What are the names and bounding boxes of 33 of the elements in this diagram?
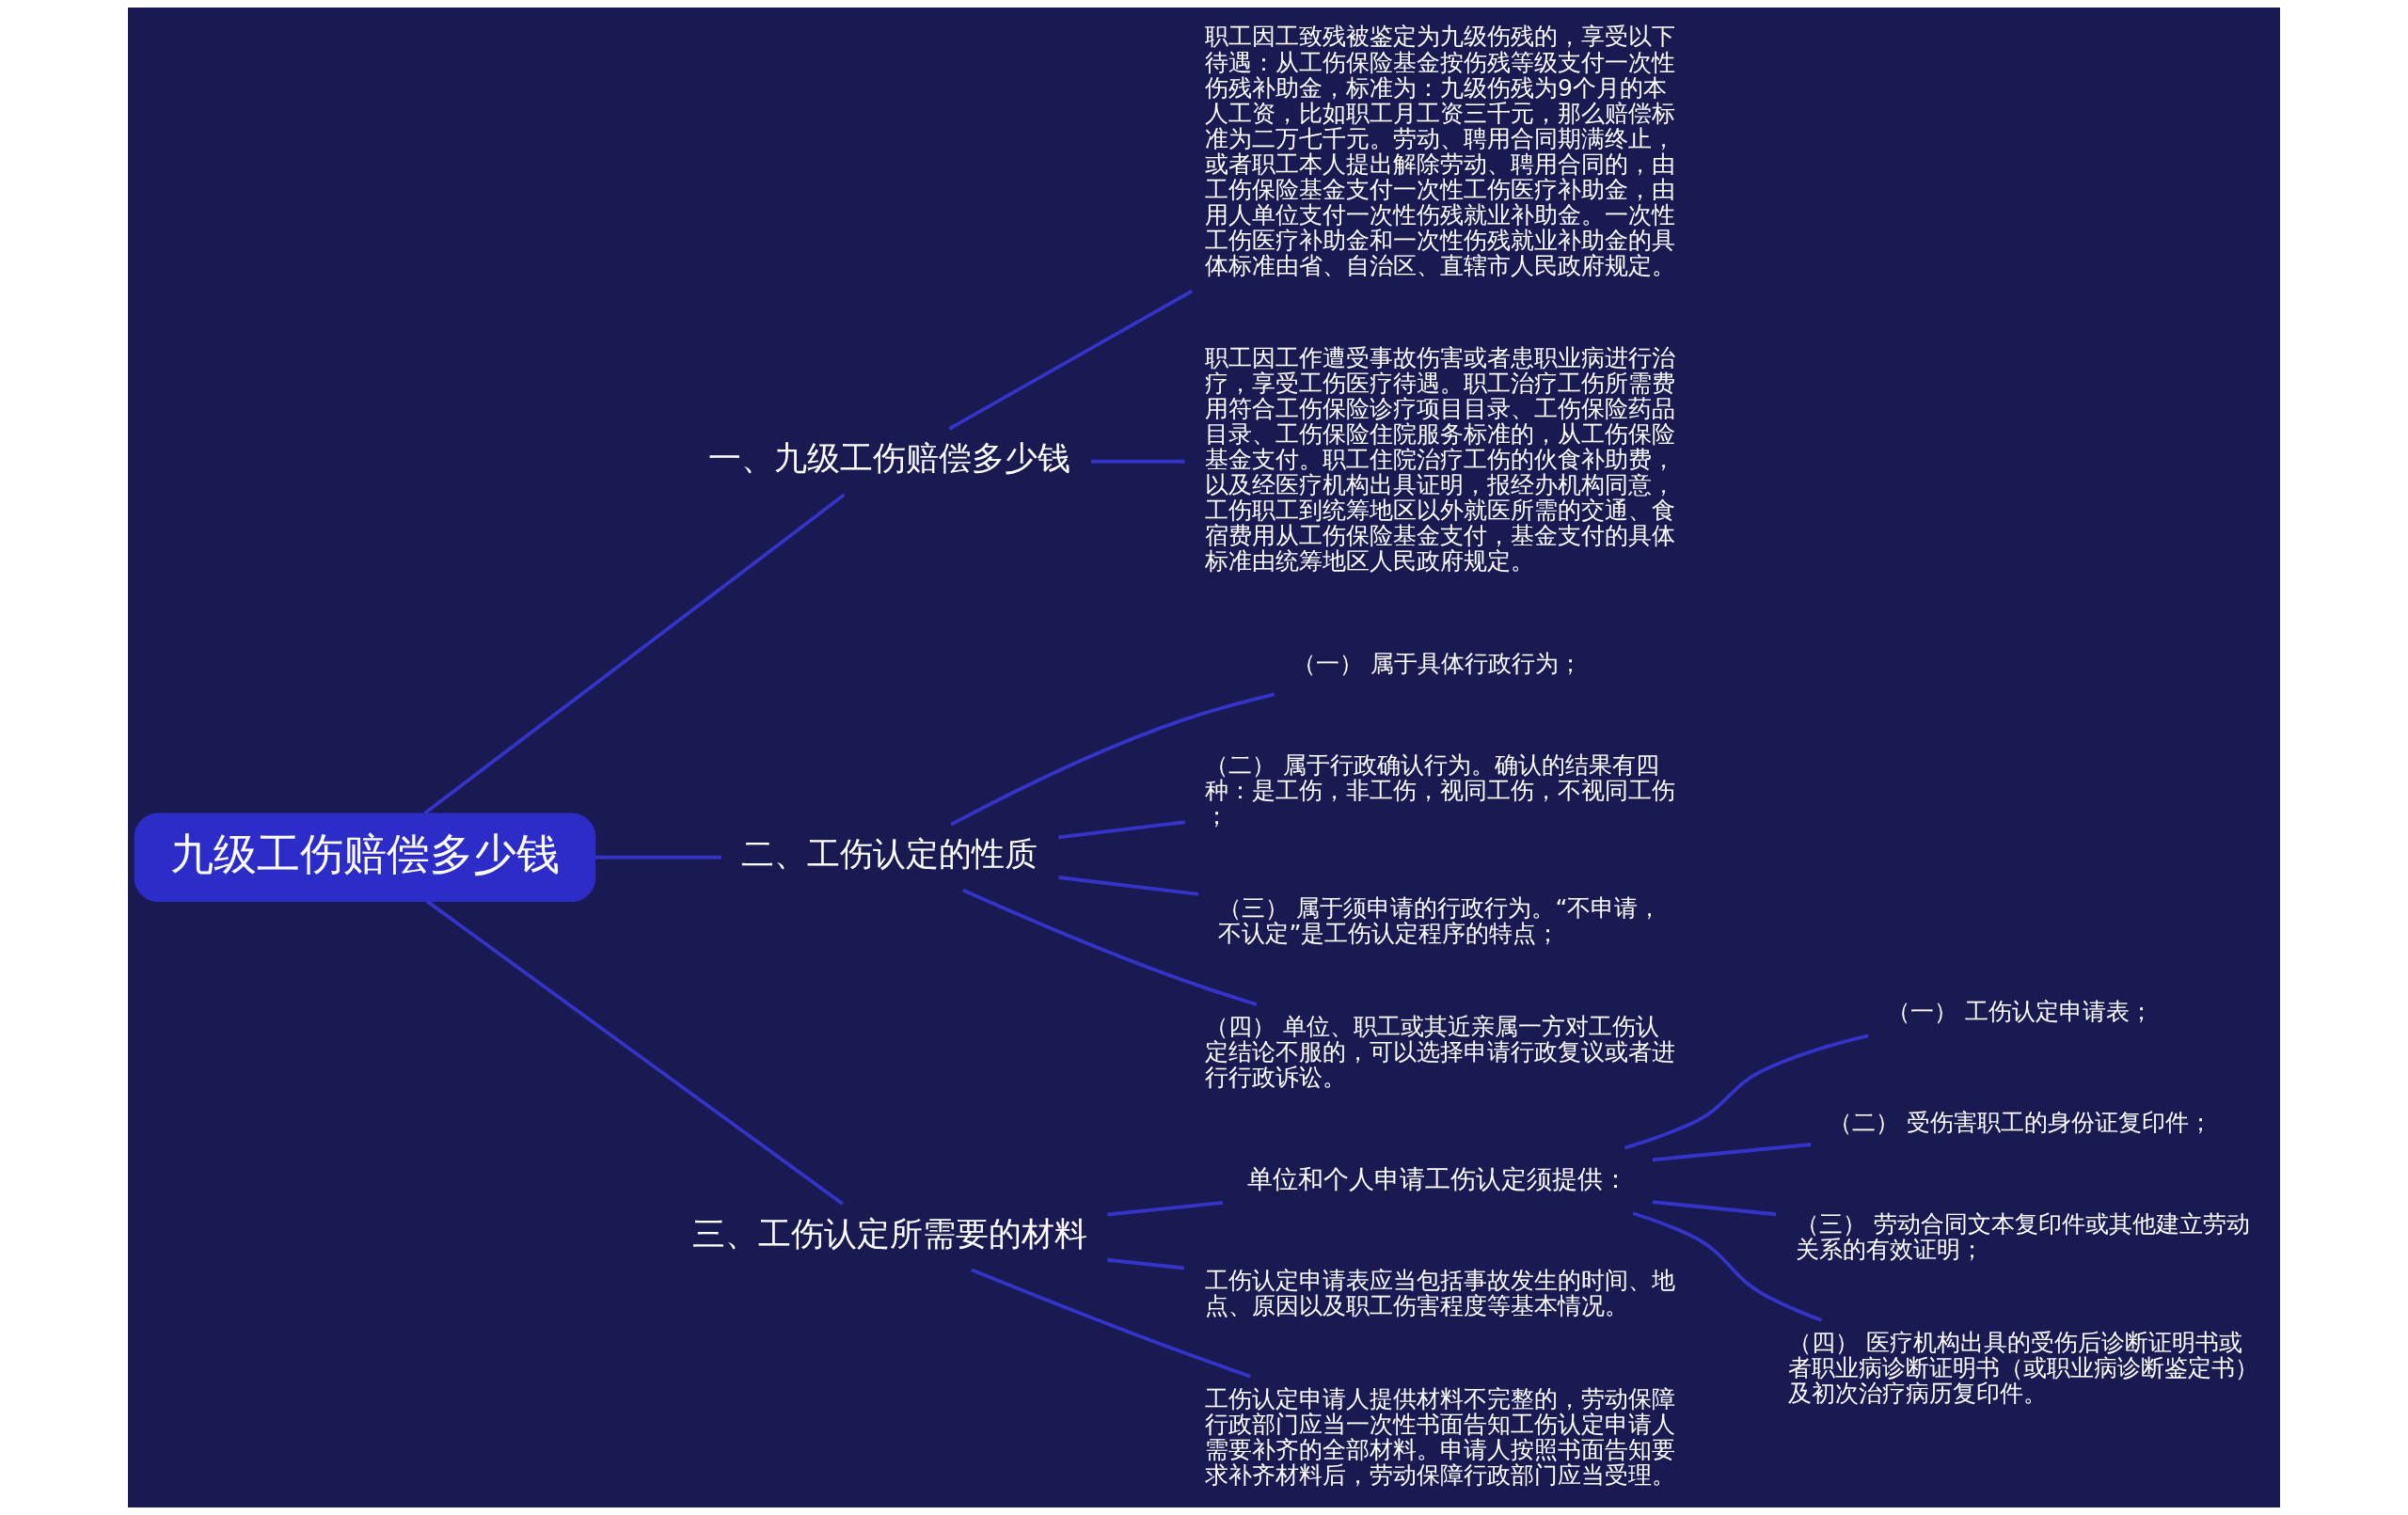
node-text: 职工因工作遭受事故伤害或者患职业病进行治疗，享受工伤医疗待遇。职工治疗工伤所需费用符合工伤保险诊疗项目目录、工伤保险药品目录、工伤保险住院服务标准的，从工伤保险基金支付。职工住院治疗工伤的伙食补助费，以及经医疗机构出具证明，报经办机构同意，工伤职工到统筹地区以外就医所需的交通、食宿费用从工伤保险基金支付，基金支付的具体标准由统筹地区人民政府规定。	[1204, 344, 1675, 576]
node-text: （三） 属于须申请的行政行为。“不申请，不认定”是工伤认定程序的特点；	[1218, 894, 1662, 948]
connector	[962, 888, 1258, 1006]
node-box: 九级工伤赔偿多少钱	[134, 813, 596, 902]
connector	[948, 289, 1194, 431]
connector	[1107, 1200, 1224, 1217]
node-text: 三、工伤认定所需要的材料	[691, 1214, 1087, 1253]
connector	[1107, 1257, 1185, 1270]
node-text: （三） 劳动合同文本复印件或其他建立劳动关系的有效证明；	[1796, 1210, 2251, 1264]
node-text: （四） 单位、职工或其近亲属一方对工伤认定结论不服的，可以选择申请行政复议或者进行行政诉讼。	[1204, 1012, 1675, 1091]
node-text: 单位和个人申请工伤认定须提供：	[1246, 1163, 1628, 1193]
connector	[1652, 1200, 1777, 1217]
node-text: （一） 工伤认定申请表；	[1887, 998, 2154, 1026]
connector	[425, 899, 844, 1206]
node-text: （一） 属于具体行政行为；	[1292, 649, 1583, 677]
connector	[1632, 1211, 1823, 1322]
connector	[1090, 459, 1185, 464]
connector	[1624, 1034, 1869, 1150]
node-text: （二） 属于行政确认行为。确认的结果有四种：是工伤，非工伤，视同工伤，不视同工伤；	[1204, 750, 1675, 829]
node-text: 工伤认定申请人提供材料不完整的，劳动保障行政部门应当一次性书面告知工伤认定申请人需要补齐的全部材料。申请人按照书面告知要求补齐材料后，劳动保障行政部门应当受理。	[1204, 1384, 1675, 1489]
connector	[950, 692, 1275, 827]
node-text: 职工因工致残被鉴定为九级伤残的，享受以下待遇：从工伤保险基金按伤残等级支付一次性伤残补助金，标准为：九级伤残为9个月的本人工资，比如职工月工资三千元，那么赔偿标准为二万七千元。劳动、聘用合同期满终止，或者职工本人提出解除劳动、聘用合同的，由工伤保险基金支付一次性工伤医疗补助金，由用人单位支付一次性伤残就业补助金。一次性工伤医疗补助金和一次性伤残就业补助金的具体标准由省、自治区、直辖市人民政府规定。	[1204, 23, 1675, 279]
connector	[1652, 1143, 1812, 1162]
connector	[971, 1268, 1251, 1379]
connector	[1058, 820, 1185, 840]
connector	[1058, 876, 1199, 896]
node-text: （四） 医疗机构出具的受伤后诊断证明书或者职业病诊断证明书（或职业病诊断鉴定书）及初次治疗病历复印件。	[1787, 1328, 2258, 1407]
node-text: 工伤认定申请表应当包括事故发生的时间、地点、原因以及职工伤害程度等基本情况。	[1204, 1267, 1675, 1320]
node-text: （二） 受伤害职工的身份证复印件；	[1828, 1109, 2212, 1137]
node-text: 二、工伤认定的性质	[741, 835, 1038, 874]
node-text: 一、九级工伤赔偿多少钱	[708, 439, 1071, 478]
connector	[594, 855, 721, 860]
connector	[423, 493, 846, 815]
